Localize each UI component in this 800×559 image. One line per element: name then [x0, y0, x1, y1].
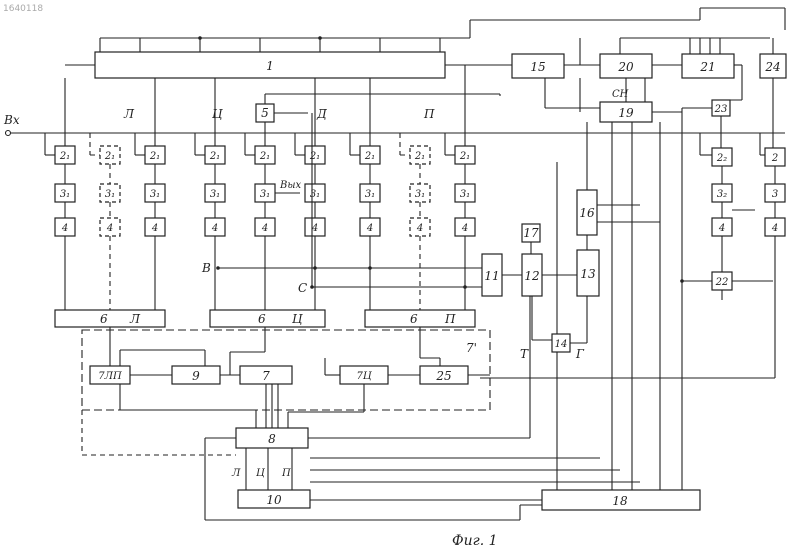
patent-number: 1640118	[3, 4, 43, 14]
svg-text:4: 4	[461, 223, 468, 234]
svg-text:4: 4	[151, 223, 158, 234]
block-6-c	[210, 310, 325, 327]
svg-text:4: 4	[211, 223, 218, 234]
svg-text:3₂: 3₂	[717, 189, 727, 200]
svg-text:7: 7	[262, 369, 270, 383]
channel-label-d: Д	[316, 107, 327, 121]
signal-c: С	[298, 281, 307, 295]
svg-text:7Ц: 7Ц	[356, 371, 372, 382]
svg-text:3₁: 3₁	[210, 189, 220, 200]
svg-text:2₁: 2₁	[364, 151, 375, 162]
input-label: Вх	[3, 113, 20, 127]
svg-text:Ц: Ц	[292, 312, 303, 326]
svg-text:3₁: 3₁	[150, 189, 160, 200]
svg-text:3₁: 3₁	[60, 189, 70, 200]
svg-text:2₂: 2₂	[716, 153, 727, 164]
svg-text:22: 22	[715, 277, 729, 288]
svg-text:П: П	[281, 468, 291, 479]
channel-label-left: Л	[123, 107, 135, 121]
svg-text:4: 4	[718, 223, 725, 234]
svg-text:2₁: 2₁	[459, 151, 470, 162]
top-bus	[100, 20, 700, 52]
signal-b: В	[201, 261, 211, 275]
svg-text:3: 3	[772, 189, 778, 200]
svg-text:18: 18	[612, 494, 628, 508]
svg-text:2₁: 2₁	[259, 151, 270, 162]
figure-caption: Фиг. 1	[452, 533, 498, 549]
block-6-p	[365, 310, 475, 327]
group-7-prime-label: 7'	[466, 341, 477, 355]
svg-text:2₁: 2₁	[309, 151, 320, 162]
svg-text:3₁: 3₁	[105, 189, 115, 200]
svg-text:7ЛП: 7ЛП	[98, 371, 122, 382]
block-5-label: 5	[261, 106, 269, 120]
signal-g: Г	[575, 347, 585, 361]
svg-text:2: 2	[771, 153, 778, 164]
svg-text:4: 4	[261, 223, 268, 234]
channel-label-center: Ц	[212, 107, 223, 121]
svg-text:4: 4	[366, 223, 373, 234]
svg-text:Ц: Ц	[256, 468, 266, 479]
svg-text:24: 24	[764, 60, 780, 74]
svg-text:4: 4	[106, 223, 113, 234]
svg-text:25: 25	[435, 369, 451, 383]
svg-text:2₁: 2₁	[414, 151, 425, 162]
svg-text:20: 20	[617, 60, 634, 74]
svg-text:16: 16	[579, 206, 595, 220]
svg-text:14: 14	[555, 339, 568, 350]
svg-text:3₁: 3₁	[460, 189, 470, 200]
svg-text:6: 6	[410, 312, 418, 326]
svg-text:15: 15	[530, 60, 545, 74]
svg-text:2₁: 2₁	[59, 151, 70, 162]
svg-text:П: П	[444, 312, 456, 326]
svg-text:Л: Л	[129, 312, 141, 326]
svg-text:11: 11	[484, 269, 499, 283]
svg-text:23: 23	[714, 104, 728, 115]
svg-text:12: 12	[524, 269, 539, 283]
signal-t: Т	[520, 347, 529, 361]
svg-text:19: 19	[618, 106, 634, 120]
svg-text:4: 4	[416, 223, 423, 234]
svg-text:2₁: 2₁	[149, 151, 160, 162]
channel-columns: 2₁ 3₁ 4 2₁ 3₁ 4 2₁ 3₁ 4 2₁	[45, 133, 475, 310]
channel-label-right: П	[423, 107, 435, 121]
svg-text:9: 9	[192, 369, 200, 383]
svg-text:8: 8	[268, 432, 276, 446]
svg-text:3₁: 3₁	[415, 189, 425, 200]
svg-text:13: 13	[580, 267, 596, 281]
svg-text:4: 4	[771, 223, 778, 234]
svg-text:3₁: 3₁	[260, 189, 270, 200]
svg-text:6: 6	[258, 312, 266, 326]
svg-text:6: 6	[100, 312, 108, 326]
svg-text:4: 4	[61, 223, 68, 234]
svg-text:17: 17	[523, 226, 539, 240]
svg-text:3₁: 3₁	[365, 189, 375, 200]
block-6-l	[55, 310, 165, 327]
svg-text:3₁: 3₁	[310, 189, 320, 200]
svg-text:Л: Л	[231, 468, 241, 479]
output-label: Вых	[279, 180, 301, 191]
svg-text:2₁: 2₁	[209, 151, 220, 162]
svg-text:2₁: 2₁	[104, 151, 115, 162]
svg-text:10: 10	[266, 493, 282, 507]
svg-text:21: 21	[699, 60, 715, 74]
block-1-label: 1	[266, 59, 274, 73]
